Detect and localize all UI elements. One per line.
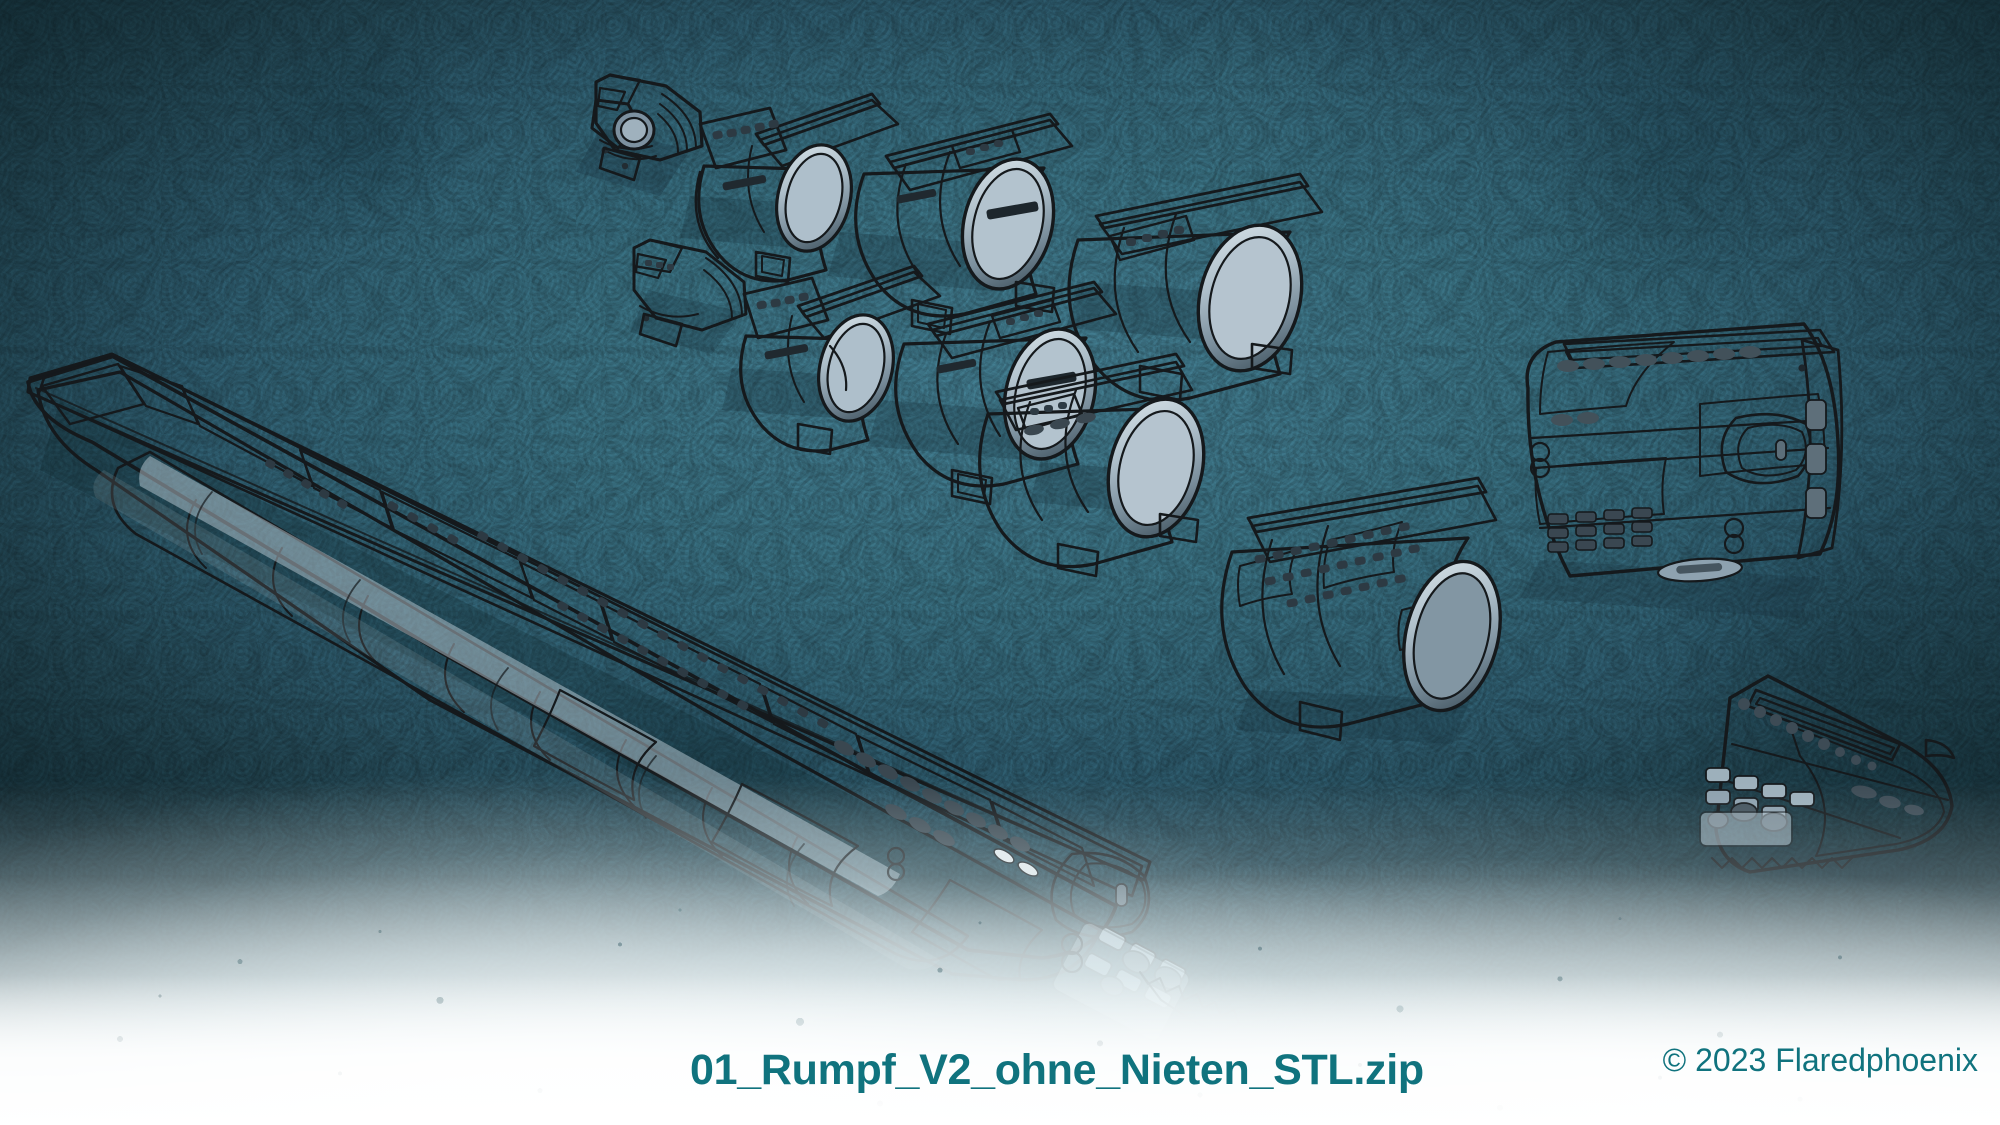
part-bow-nose-lower <box>630 238 748 354</box>
part-hull-barrel-upper-2 <box>828 112 1074 336</box>
foam-bottom-veil <box>0 975 2000 1125</box>
copyright-caption: © 2023 Flaredphoenix <box>1662 1042 1978 1078</box>
part-hull-ring-upper-1 <box>680 92 900 284</box>
file-title-caption: 01_Rumpf_V2_ohne_Nieten_STL.zip <box>690 1046 1424 1094</box>
part-hull-barrel-upper-3 <box>1066 172 1324 403</box>
caption-layer: 01_Rumpf_V2_ohne_Nieten_STL.zip © 2023 F… <box>0 1015 2000 1125</box>
part-hull-ring-middle-1 <box>722 264 942 456</box>
part-hull-barrel-middle-3 <box>978 352 1206 578</box>
part-hull-block-right <box>1520 322 1844 618</box>
part-bow-nose-upper <box>576 73 704 196</box>
